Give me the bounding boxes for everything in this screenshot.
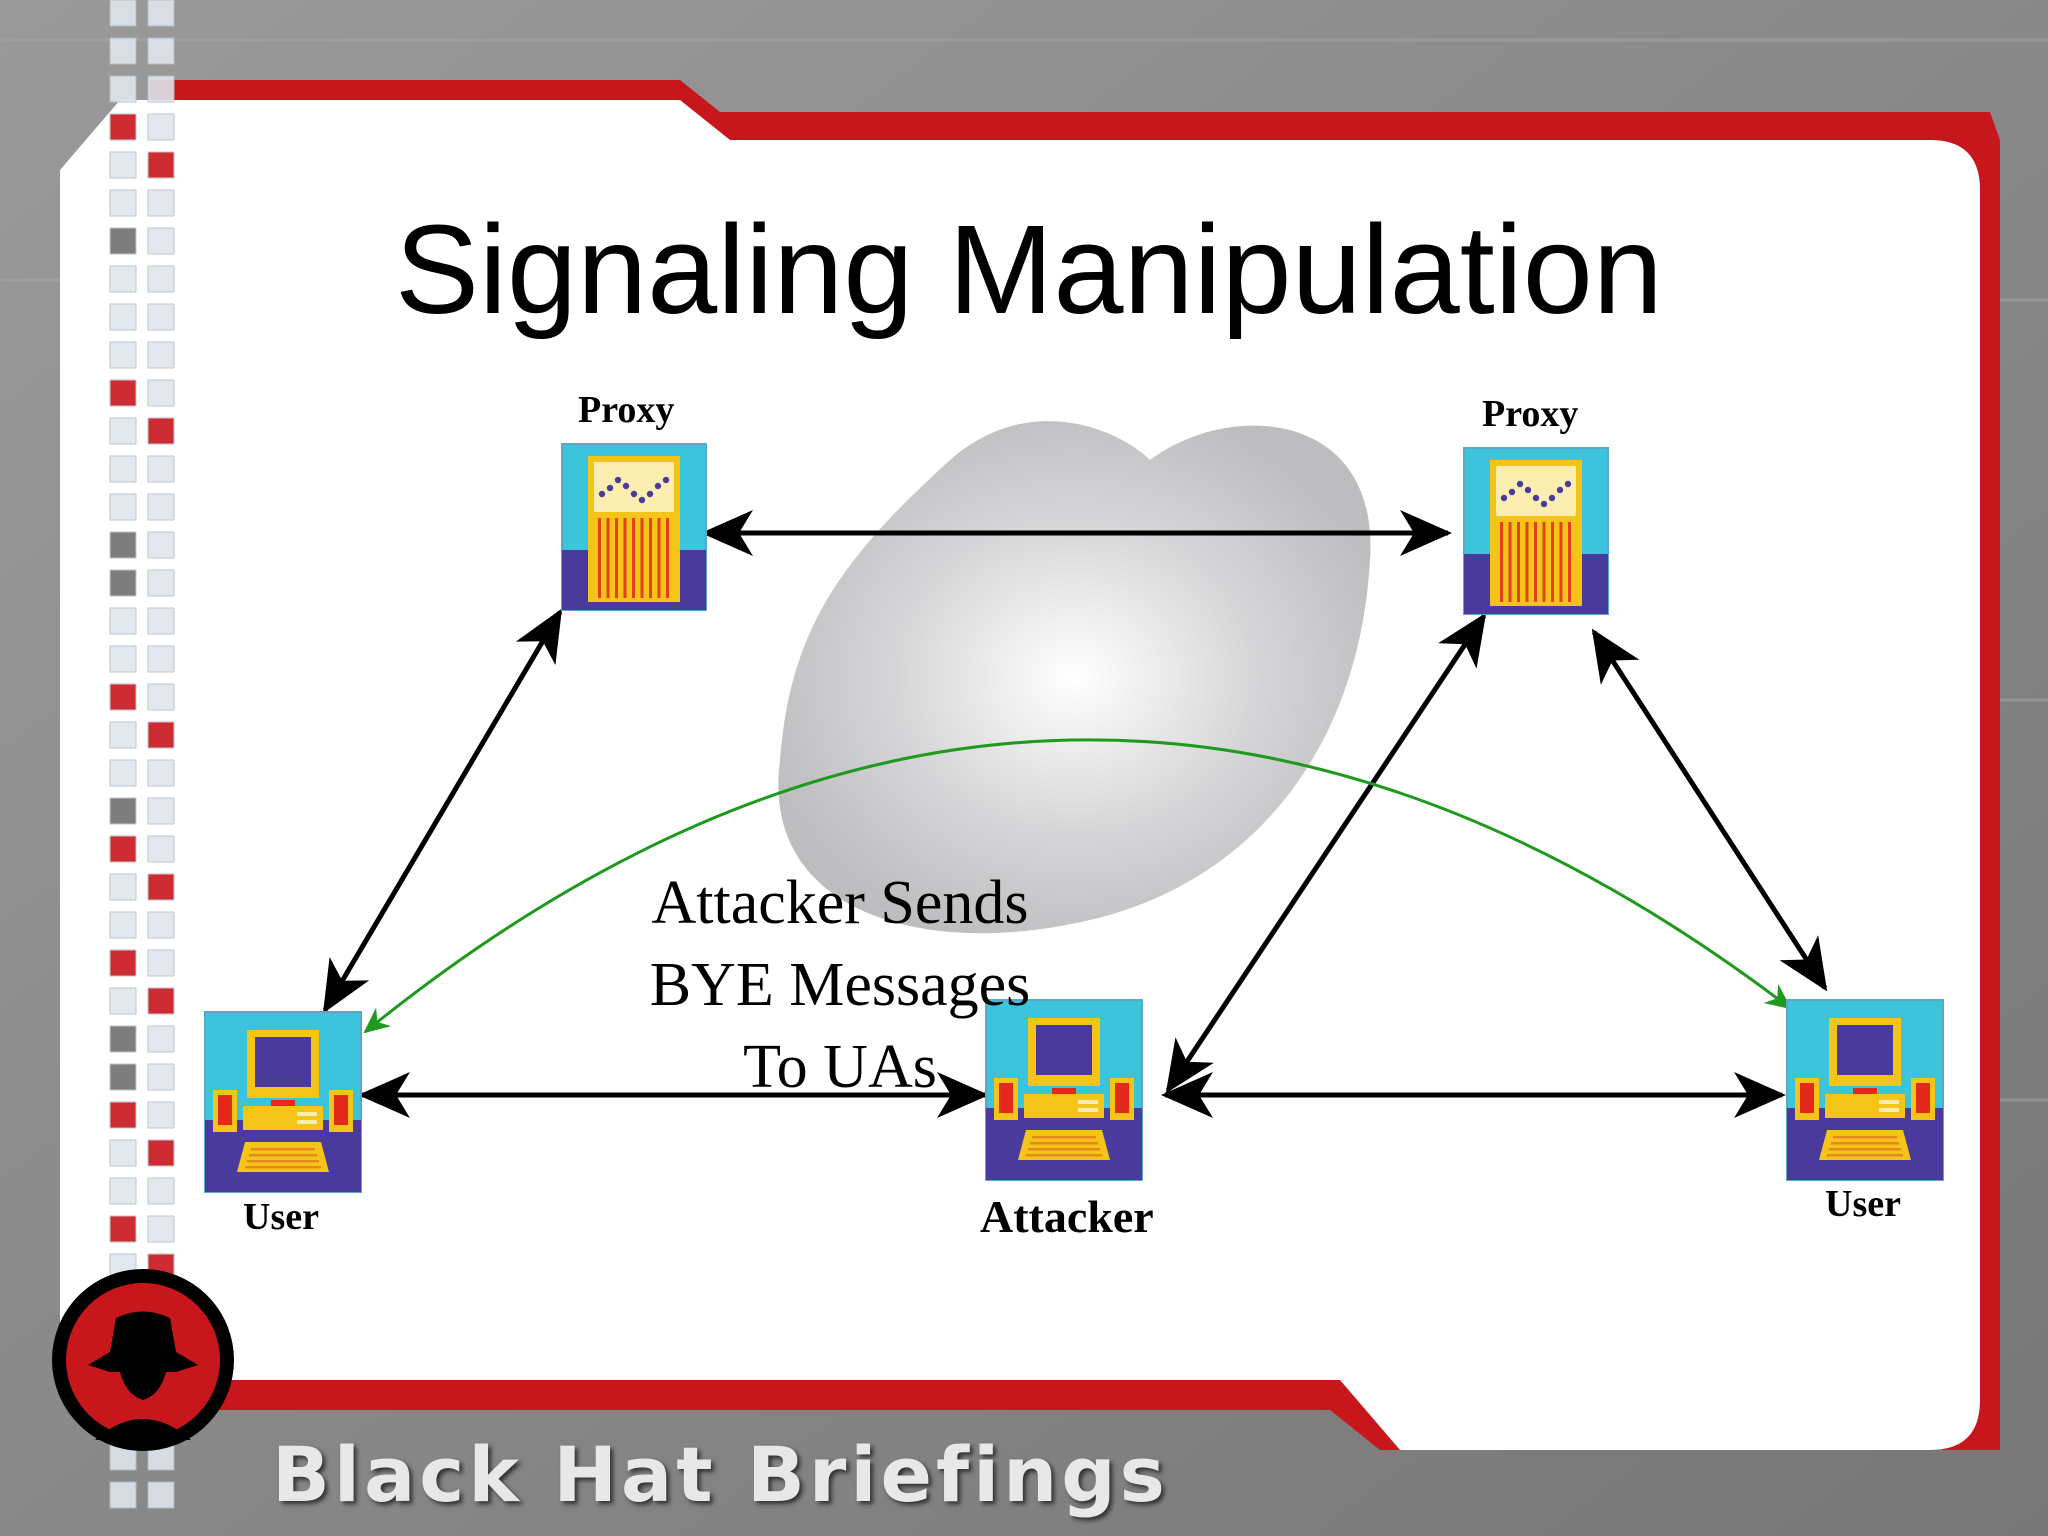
proxy-icon: [1463, 447, 1609, 615]
node-label-user-right: User: [1825, 1183, 1901, 1225]
annotation-line: To UAs: [743, 1033, 937, 1101]
black-hat-logo: [52, 1269, 234, 1451]
proxy-icon: [561, 443, 707, 611]
annotation-line: Attacker Sends: [651, 869, 1029, 937]
edge-proxy-user-right: [1591, 628, 1828, 992]
attacker-computer-icon: [985, 999, 1143, 1181]
node-label-proxy-left: Proxy: [578, 389, 675, 431]
node-label-proxy-right: Proxy: [1482, 393, 1579, 435]
edge-proxy-user-left: [322, 608, 563, 1014]
slide-title: Signaling Manipulation: [395, 199, 1663, 340]
node-label-attacker: Attacker: [980, 1191, 1154, 1242]
user-computer-icon: [204, 1011, 362, 1193]
footer-brand: Black Hat Briefings: [272, 1430, 1169, 1519]
edge-user-user-green: [363, 738, 1792, 1034]
user-computer-icon: [1786, 999, 1944, 1181]
attack-annotation: Attacker Sends BYE Messages To UAs: [600, 862, 1080, 1108]
annotation-line: BYE Messages: [649, 951, 1031, 1019]
node-label-user-left: User: [243, 1196, 319, 1238]
